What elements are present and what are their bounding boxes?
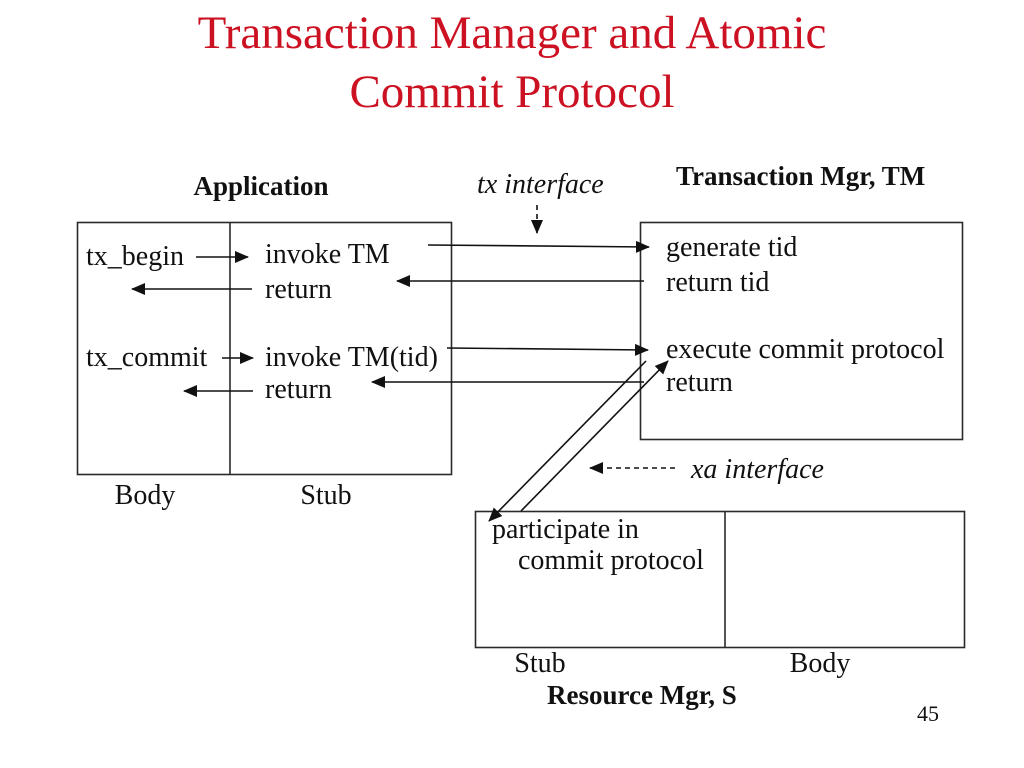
slide-title-line2: Commit Protocol (349, 65, 675, 118)
tx-interface-label: tx interface (477, 169, 604, 200)
slide-title-line1: Transaction Manager and Atomic (197, 7, 827, 59)
resource-mgr-label: Resource Mgr, S (547, 680, 737, 710)
transaction-mgr-label: Transaction Mgr, TM (676, 161, 926, 191)
arrow-invoke-tm-to-generate-tid (427, 240, 650, 253)
app-row-invoke-tm-tid: invoke TM(tid) (265, 342, 438, 373)
app-row-tx-begin: tx_begin (86, 241, 184, 272)
rm-row-participate-2: commit protocol (518, 545, 704, 576)
rm-row-participate-1: participate in (492, 514, 639, 545)
app-row-return-1: return (265, 274, 332, 305)
page-number: 45 (917, 701, 939, 726)
app-row-invoke-tm: invoke TM (265, 239, 390, 270)
transaction-mgr-box (639, 221, 964, 441)
app-row-return-2: return (265, 374, 332, 405)
tm-row-generate-tid: generate tid (666, 232, 798, 263)
application-body-label: Body (114, 480, 176, 511)
resource-mgr-body-label: Body (789, 648, 851, 679)
tm-row-return: return (666, 367, 733, 398)
arrow-tm-to-rm-diagonal (488, 360, 647, 522)
slide-title: Transaction Manager and Atomic Commit Pr… (0, 4, 1024, 122)
resource-mgr-box (474, 510, 966, 649)
arrow-rm-to-tm-diagonal (520, 360, 669, 512)
application-stub-label: Stub (300, 480, 352, 511)
tm-row-return-tid: return tid (666, 267, 770, 298)
resource-mgr-stub-label: Stub (514, 648, 566, 679)
arrow-invoke-tmtid-to-execute (446, 343, 649, 356)
tm-row-execute-commit: execute commit protocol (666, 334, 945, 365)
app-row-tx-commit: tx_commit (86, 342, 208, 373)
xa-interface-label: xa interface (691, 454, 824, 485)
application-label: Application (193, 171, 329, 201)
